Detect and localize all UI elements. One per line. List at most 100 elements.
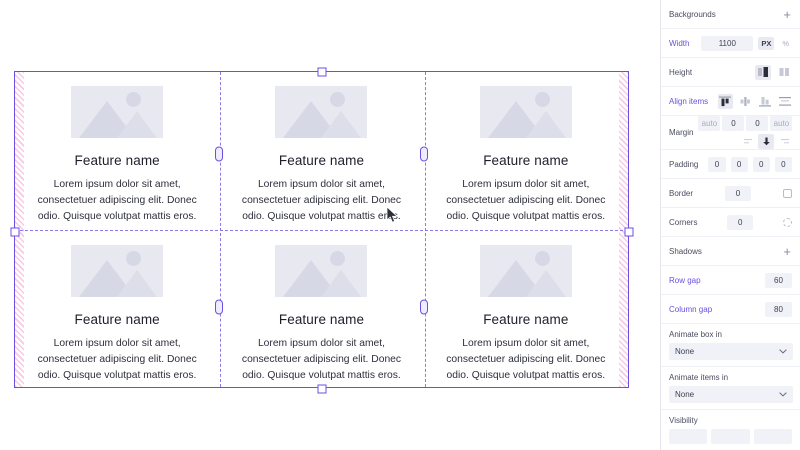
height-auto-icon[interactable] xyxy=(755,64,771,80)
visibility-desktop-button[interactable] xyxy=(669,429,708,444)
panel-row-shadows: Shadows + xyxy=(661,237,800,266)
align-center-icon[interactable] xyxy=(738,94,753,109)
panel-row-align-items: Align items xyxy=(661,87,800,116)
animate-items-in-value: None xyxy=(675,390,695,399)
row-gap-input[interactable]: 60 xyxy=(765,272,792,288)
corner-radius-icon[interactable] xyxy=(783,217,793,227)
panel-row-corners: Corners 0 xyxy=(661,208,800,237)
chevron-down-icon xyxy=(779,349,787,354)
image-placeholder-icon xyxy=(479,86,572,138)
feature-card[interactable]: Feature name Lorem ipsum dolor sit amet,… xyxy=(424,231,628,390)
chevron-down-icon xyxy=(779,392,787,397)
width-input[interactable]: 1100 xyxy=(701,35,754,51)
align-start-icon[interactable] xyxy=(718,93,733,109)
image-placeholder-icon xyxy=(71,86,164,138)
card-title: Feature name xyxy=(483,311,569,327)
column-gap-label: Column gap xyxy=(669,304,713,314)
animate-items-in-label: Animate items in xyxy=(669,373,729,382)
animate-box-in-label: Animate box in xyxy=(669,330,722,339)
margin-right-input[interactable]: 0 xyxy=(722,116,745,131)
resize-handle-right[interactable] xyxy=(624,227,634,237)
backgrounds-label: Backgrounds xyxy=(669,9,716,19)
feature-card[interactable]: Feature name Lorem ipsum dolor sit amet,… xyxy=(424,72,628,231)
card-body: Lorem ipsum dolor sit amet, consectetuer… xyxy=(241,179,402,222)
visibility-tablet-button[interactable] xyxy=(711,429,750,444)
feature-card[interactable]: Feature name Lorem ipsum dolor sit amet,… xyxy=(15,72,219,231)
margin-left-input[interactable]: auto xyxy=(770,116,793,131)
height-fixed-icon[interactable] xyxy=(776,65,792,80)
panel-row-border: Border 0 xyxy=(661,179,800,208)
animate-items-in-select[interactable]: None xyxy=(669,386,793,403)
margin-label: Margin xyxy=(669,128,694,137)
image-placeholder-icon xyxy=(479,244,572,297)
resize-handle-left[interactable] xyxy=(10,227,20,237)
card-title: Feature name xyxy=(483,153,569,168)
padding-left-input[interactable]: 0 xyxy=(774,156,792,172)
border-style-icon[interactable] xyxy=(783,188,793,198)
width-label: Width xyxy=(669,38,690,48)
margin-bottom-input[interactable]: 0 xyxy=(746,116,769,131)
unit-percent-button[interactable]: % xyxy=(782,38,789,48)
resize-handle-bottom[interactable] xyxy=(317,384,327,394)
align-stretch-icon[interactable] xyxy=(777,94,792,109)
card-body: Lorem ipsum dolor sit amet, consectetuer… xyxy=(241,337,402,381)
card-title: Feature name xyxy=(74,311,160,327)
add-shadow-icon[interactable]: + xyxy=(783,243,791,259)
padding-top-input[interactable]: 0 xyxy=(708,156,726,172)
align-end-icon[interactable] xyxy=(758,94,773,109)
padding-bottom-input[interactable]: 0 xyxy=(752,156,770,172)
column-gap-handle[interactable] xyxy=(215,146,223,162)
visibility-buttons xyxy=(669,429,792,444)
margin-align-left-icon[interactable] xyxy=(740,134,756,149)
design-canvas[interactable]: Feature name Lorem ipsum dolor sit amet,… xyxy=(0,0,660,450)
image-placeholder-icon xyxy=(275,86,368,138)
card-body: Lorem ipsum dolor sit amet, consectetuer… xyxy=(446,179,606,222)
image-placeholder-icon xyxy=(71,244,164,297)
feature-card[interactable]: Feature name Lorem ipsum dolor sit amet,… xyxy=(219,231,423,390)
corners-label: Corners xyxy=(669,217,698,227)
selection-frame[interactable]: Feature name Lorem ipsum dolor sit amet,… xyxy=(14,71,629,388)
resize-handle-top[interactable] xyxy=(317,67,327,77)
align-items-label: Align items xyxy=(669,96,709,106)
feature-card[interactable]: Feature name Lorem ipsum dolor sit amet,… xyxy=(15,231,219,390)
card-body: Lorem ipsum dolor sit amet, consectetuer… xyxy=(446,337,606,381)
margin-top-input[interactable]: auto xyxy=(698,116,721,131)
card-title: Feature name xyxy=(74,153,160,168)
panel-row-column-gap: Column gap 80 xyxy=(661,295,800,324)
feature-card[interactable]: Feature name Lorem ipsum dolor sit amet,… xyxy=(219,72,423,231)
panel-row-visibility: Visibility xyxy=(661,410,800,450)
visibility-mobile-button[interactable] xyxy=(753,429,792,444)
column-gap-handle[interactable] xyxy=(420,146,428,162)
panel-row-padding: Padding 0 0 0 0 xyxy=(661,150,800,179)
animate-box-in-select[interactable]: None xyxy=(669,343,793,360)
padding-right-input[interactable]: 0 xyxy=(730,156,748,172)
border-input[interactable]: 0 xyxy=(725,185,752,201)
unit-px-button[interactable]: PX xyxy=(758,36,775,50)
card-body: Lorem ipsum dolor sit amet, consectetuer… xyxy=(37,337,197,381)
panel-row-height: Height xyxy=(661,58,800,87)
margin-align-right-icon[interactable] xyxy=(776,134,792,149)
properties-panel[interactable]: Backgrounds + Width 1100 PX % Height Ali… xyxy=(660,0,800,450)
margin-hatch-right xyxy=(619,72,628,387)
panel-row-animate-items-in: Animate items in None xyxy=(661,367,800,410)
card-title: Feature name xyxy=(278,311,365,327)
panel-row-animate-box-in: Animate box in None xyxy=(661,324,800,367)
row-gap-label: Row gap xyxy=(669,275,701,285)
column-gap-handle[interactable] xyxy=(215,299,223,315)
padding-label: Padding xyxy=(669,159,699,169)
animate-box-in-value: None xyxy=(675,347,695,356)
border-label: Border xyxy=(669,188,694,198)
corners-input[interactable]: 0 xyxy=(727,214,754,230)
panel-row-width: Width 1100 PX % xyxy=(661,29,800,58)
add-background-icon[interactable]: + xyxy=(783,6,791,22)
column-gap-input[interactable]: 80 xyxy=(765,301,792,317)
feature-grid: Feature name Lorem ipsum dolor sit amet,… xyxy=(15,72,628,387)
shadows-label: Shadows xyxy=(669,246,702,256)
image-placeholder-icon xyxy=(275,244,368,297)
panel-row-margin: Margin auto 0 0 auto xyxy=(661,116,800,150)
card-title: Feature name xyxy=(278,153,365,168)
margin-align-center-icon[interactable] xyxy=(758,134,775,149)
column-gap-handle[interactable] xyxy=(420,299,428,315)
visibility-label: Visibility xyxy=(669,416,698,425)
